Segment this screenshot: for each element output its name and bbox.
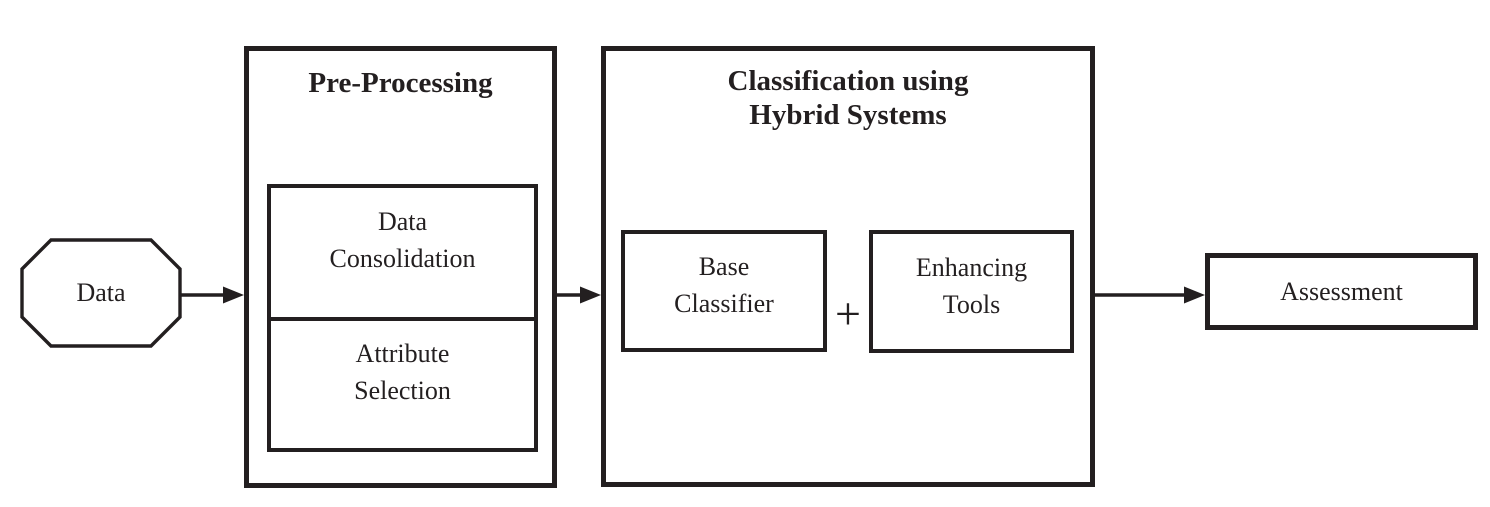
component-enhancing-tools: Enhancing Tools — [869, 230, 1074, 353]
step-attribute-selection-label: Attribute Selection — [354, 338, 451, 405]
step-data-consolidation-label: Data Consolidation — [329, 206, 476, 273]
node-data-label: Data — [76, 278, 126, 307]
component-base-classifier-label: Base Classifier — [674, 252, 774, 318]
node-assessment-label: Assessment — [1280, 277, 1403, 306]
component-enhancing-tools-label: Enhancing Tools — [915, 252, 1028, 319]
step-data-consolidation: Data Consolidation — [267, 184, 538, 321]
arrow-preprocessing-to-classification-icon — [557, 286, 601, 304]
arrow-data-to-preprocessing-icon — [180, 286, 244, 304]
step-attribute-selection: Attribute Selection — [267, 317, 538, 452]
octagon-shape — [20, 238, 182, 348]
plus-operator: + — [835, 287, 861, 339]
component-base-classifier: Base Classifier — [621, 230, 827, 352]
classification-title: Classification using Hybrid Systems — [727, 65, 969, 131]
preprocessing-title: Pre-Processing — [308, 67, 493, 99]
node-assessment: Assessment — [1205, 253, 1478, 330]
arrow-classification-to-assessment-icon — [1095, 286, 1205, 304]
